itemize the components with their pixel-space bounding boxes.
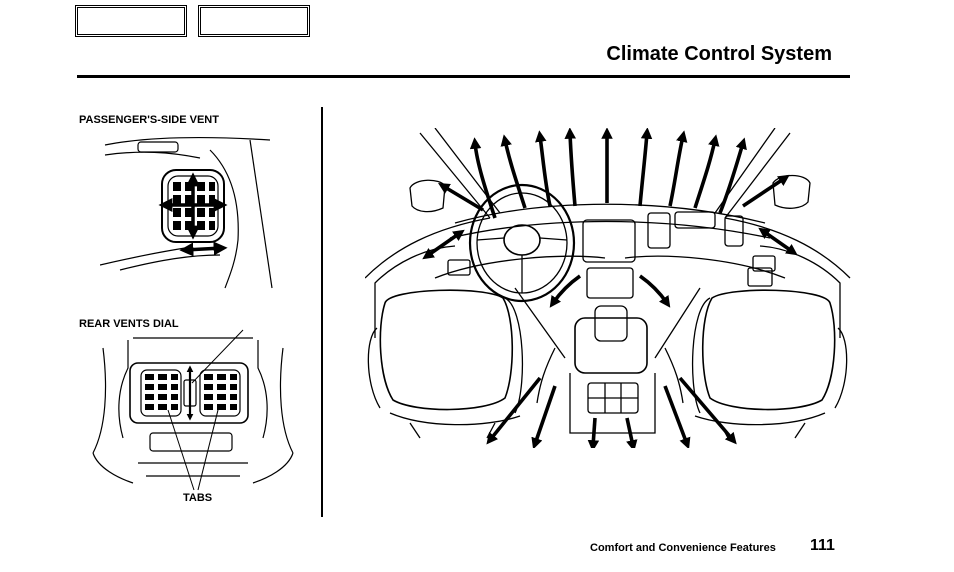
nav-button-2[interactable] <box>198 5 310 37</box>
passenger-vent-caption: PASSENGER'S-SIDE VENT <box>79 114 219 126</box>
page-title: Climate Control System <box>606 43 832 65</box>
nav-button-1[interactable] <box>75 5 187 37</box>
tabs-callout: TABS <box>183 492 213 504</box>
page-number: 111 <box>810 537 835 554</box>
rear-vents-illustration <box>92 329 294 491</box>
rear-vents-dial-caption: REAR VENTS DIAL <box>79 318 179 330</box>
passenger-vent-illustration <box>100 136 273 289</box>
column-divider <box>321 107 323 517</box>
footer-section-title: Comfort and Convenience Features <box>590 542 776 554</box>
title-rule <box>77 75 850 78</box>
interior-airflow-illustration <box>365 128 851 448</box>
